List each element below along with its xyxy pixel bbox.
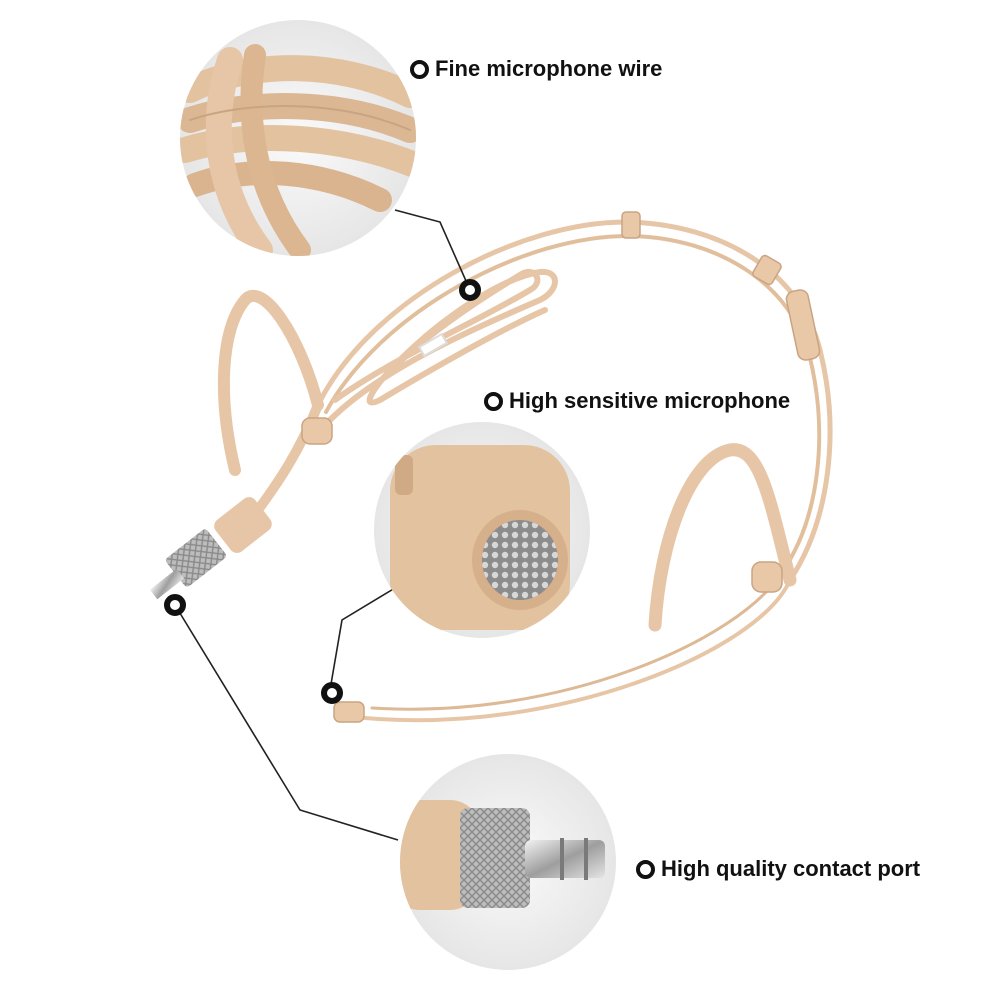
callout-contact-port: High quality contact port [636, 856, 920, 882]
ring-bullet-icon [410, 59, 429, 79]
callout-label: High quality contact port [661, 856, 921, 881]
marker-dots [164, 279, 481, 704]
lens-wire-closeup [180, 20, 416, 256]
callout-microphone: High sensitive microphone [484, 388, 790, 414]
band-sliders [301, 211, 821, 723]
ring-bullet-icon [636, 859, 655, 879]
ring-bullet-icon [484, 391, 503, 411]
leader-lines [174, 209, 471, 841]
lens-microphone-closeup [374, 422, 590, 638]
lens-jack-closeup [400, 754, 616, 970]
callout-label: High sensitive microphone [509, 388, 791, 413]
jack-connector [149, 497, 272, 600]
callout-fine-wire: Fine microphone wire [410, 56, 662, 82]
callout-label: Fine microphone wire [435, 56, 663, 81]
coiled-cable [327, 268, 558, 423]
